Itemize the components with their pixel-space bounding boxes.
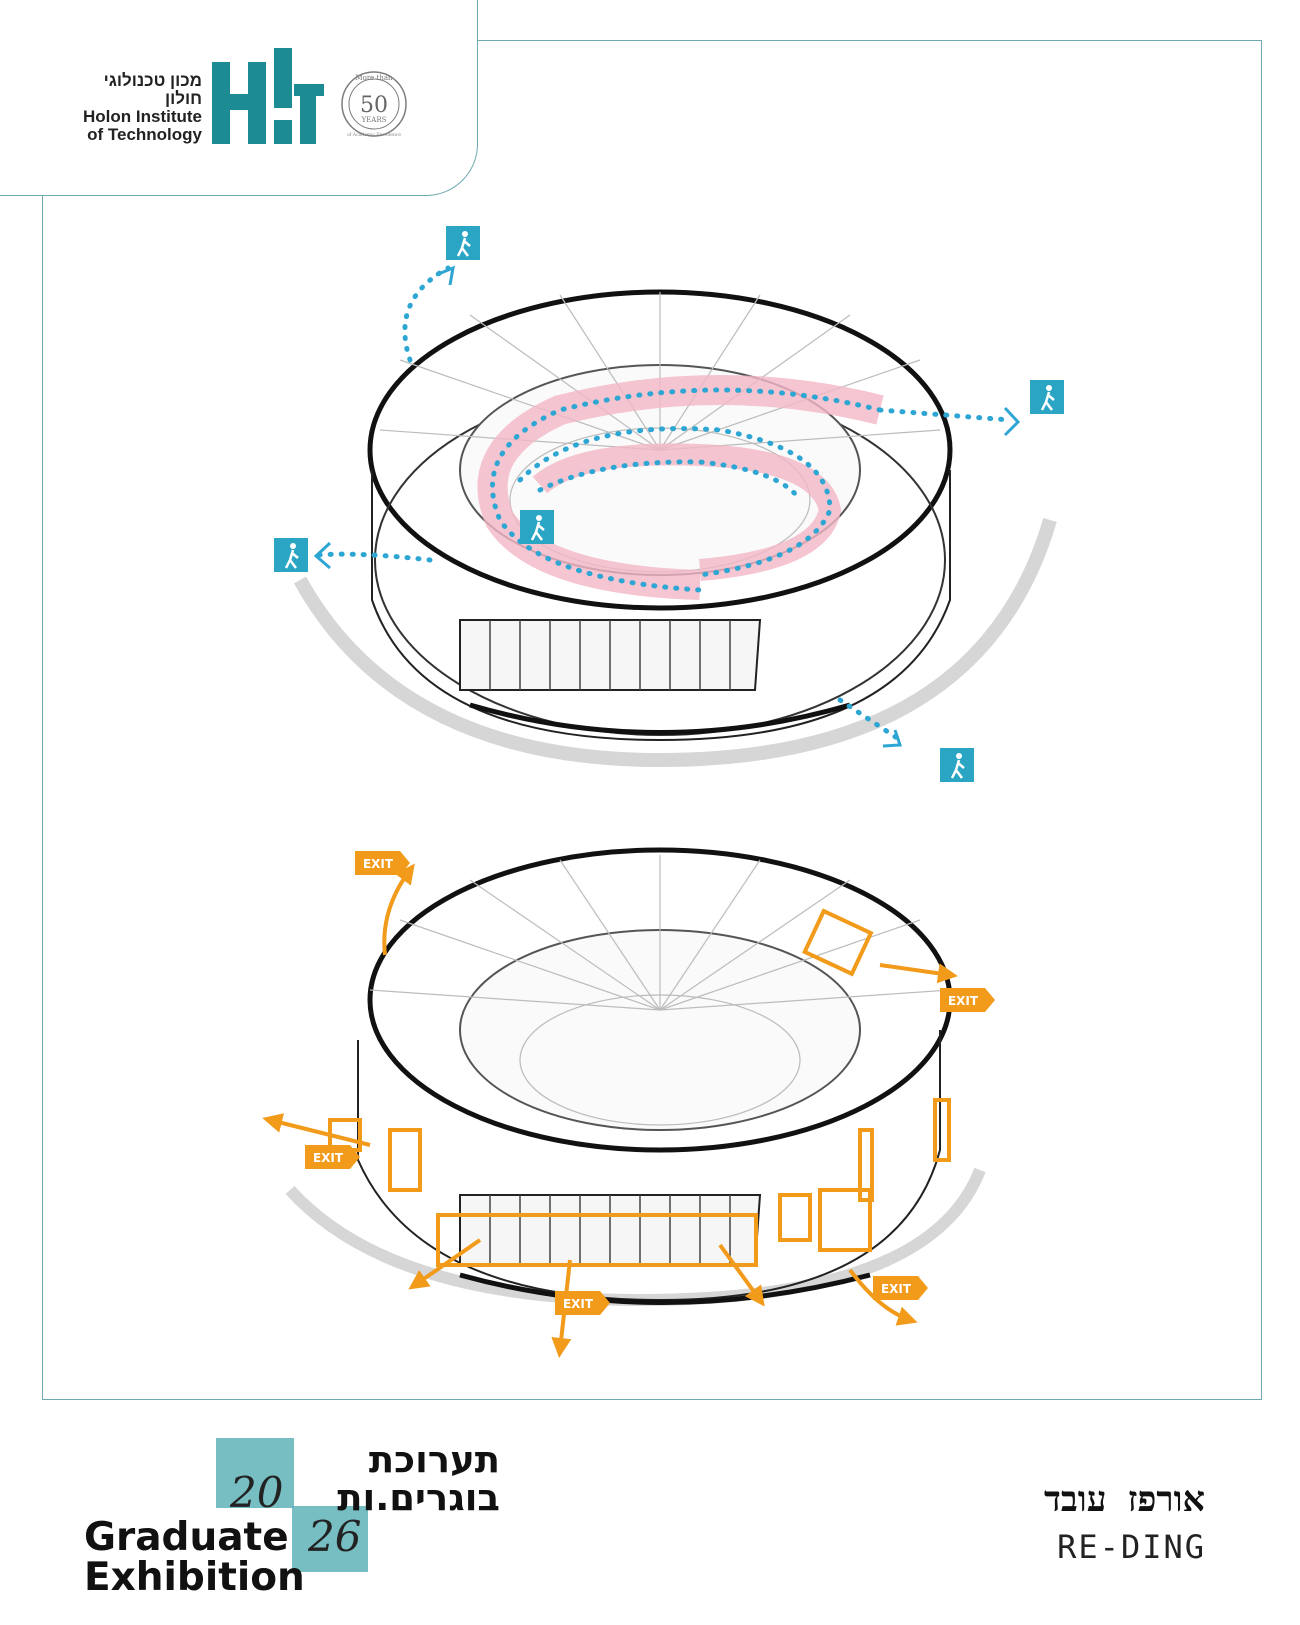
- exit-sign: EXIT: [940, 988, 995, 1012]
- circulation-diagram: [274, 226, 1064, 782]
- institute-name: מכון טכנולוגי חולון Holon Institute of T…: [82, 72, 202, 143]
- year-script-bottom: 26: [308, 1512, 362, 1561]
- emergency-exit-diagram: EXIT EXIT EXIT EXIT EXIT: [262, 847, 995, 1358]
- institute-name-english-2: of Technology: [87, 124, 202, 144]
- logo-square-top: [216, 1438, 294, 1508]
- content-frame: [42, 40, 1262, 1400]
- exhibition-title-english-2: Exhibition: [84, 1555, 305, 1600]
- exhibition-title-hebrew-2: בוגרים.ות: [337, 1476, 500, 1519]
- svg-text:EXIT: EXIT: [363, 857, 394, 871]
- exhibition-title-hebrew-1: תערוכת: [368, 1438, 500, 1481]
- pedestrian-icon: [274, 538, 308, 572]
- institute-name-hebrew: מכון טכנולוגי חולון: [103, 71, 202, 108]
- exit-sign: EXIT: [305, 1145, 360, 1169]
- exit-sign: EXIT: [555, 1291, 610, 1315]
- project-title: RE-DING: [1057, 1528, 1206, 1566]
- graduate-exhibition-logo: תערוכת בוגרים.ות 20 26 Graduate Exhibiti…: [80, 1438, 500, 1598]
- badge-bottom-text: of Academic Excellence: [347, 132, 401, 138]
- svg-text:EXIT: EXIT: [948, 994, 979, 1008]
- hit-logo-mark: [212, 48, 324, 144]
- svg-text:EXIT: EXIT: [563, 1297, 594, 1311]
- pedestrian-icon: [940, 748, 974, 782]
- year-script-top: 20: [230, 1468, 284, 1517]
- pedestrian-icon: [1030, 380, 1064, 414]
- badge-number: 50: [360, 93, 388, 118]
- pedestrian-icon: [520, 510, 554, 544]
- author-name: אורפז עובד: [1044, 1480, 1205, 1520]
- institute-name-english-1: Holon Institute: [83, 106, 202, 126]
- badge-years: YEARS: [361, 116, 387, 124]
- pedestrian-icon: [446, 226, 480, 260]
- exit-sign: EXIT: [873, 1276, 928, 1300]
- svg-text:EXIT: EXIT: [313, 1151, 344, 1165]
- badge-top-text: More than: [355, 74, 393, 82]
- logo-square-bottom: [292, 1506, 368, 1572]
- fifty-years-badge: More than 50 YEARS of Academic Excellenc…: [341, 71, 407, 138]
- svg-text:EXIT: EXIT: [881, 1282, 912, 1296]
- exhibition-title-english-1: Graduate: [84, 1515, 289, 1560]
- institute-logo-panel: מכון טכנולוגי חולון Holon Institute of T…: [0, 0, 478, 196]
- exit-sign: EXIT: [355, 851, 410, 875]
